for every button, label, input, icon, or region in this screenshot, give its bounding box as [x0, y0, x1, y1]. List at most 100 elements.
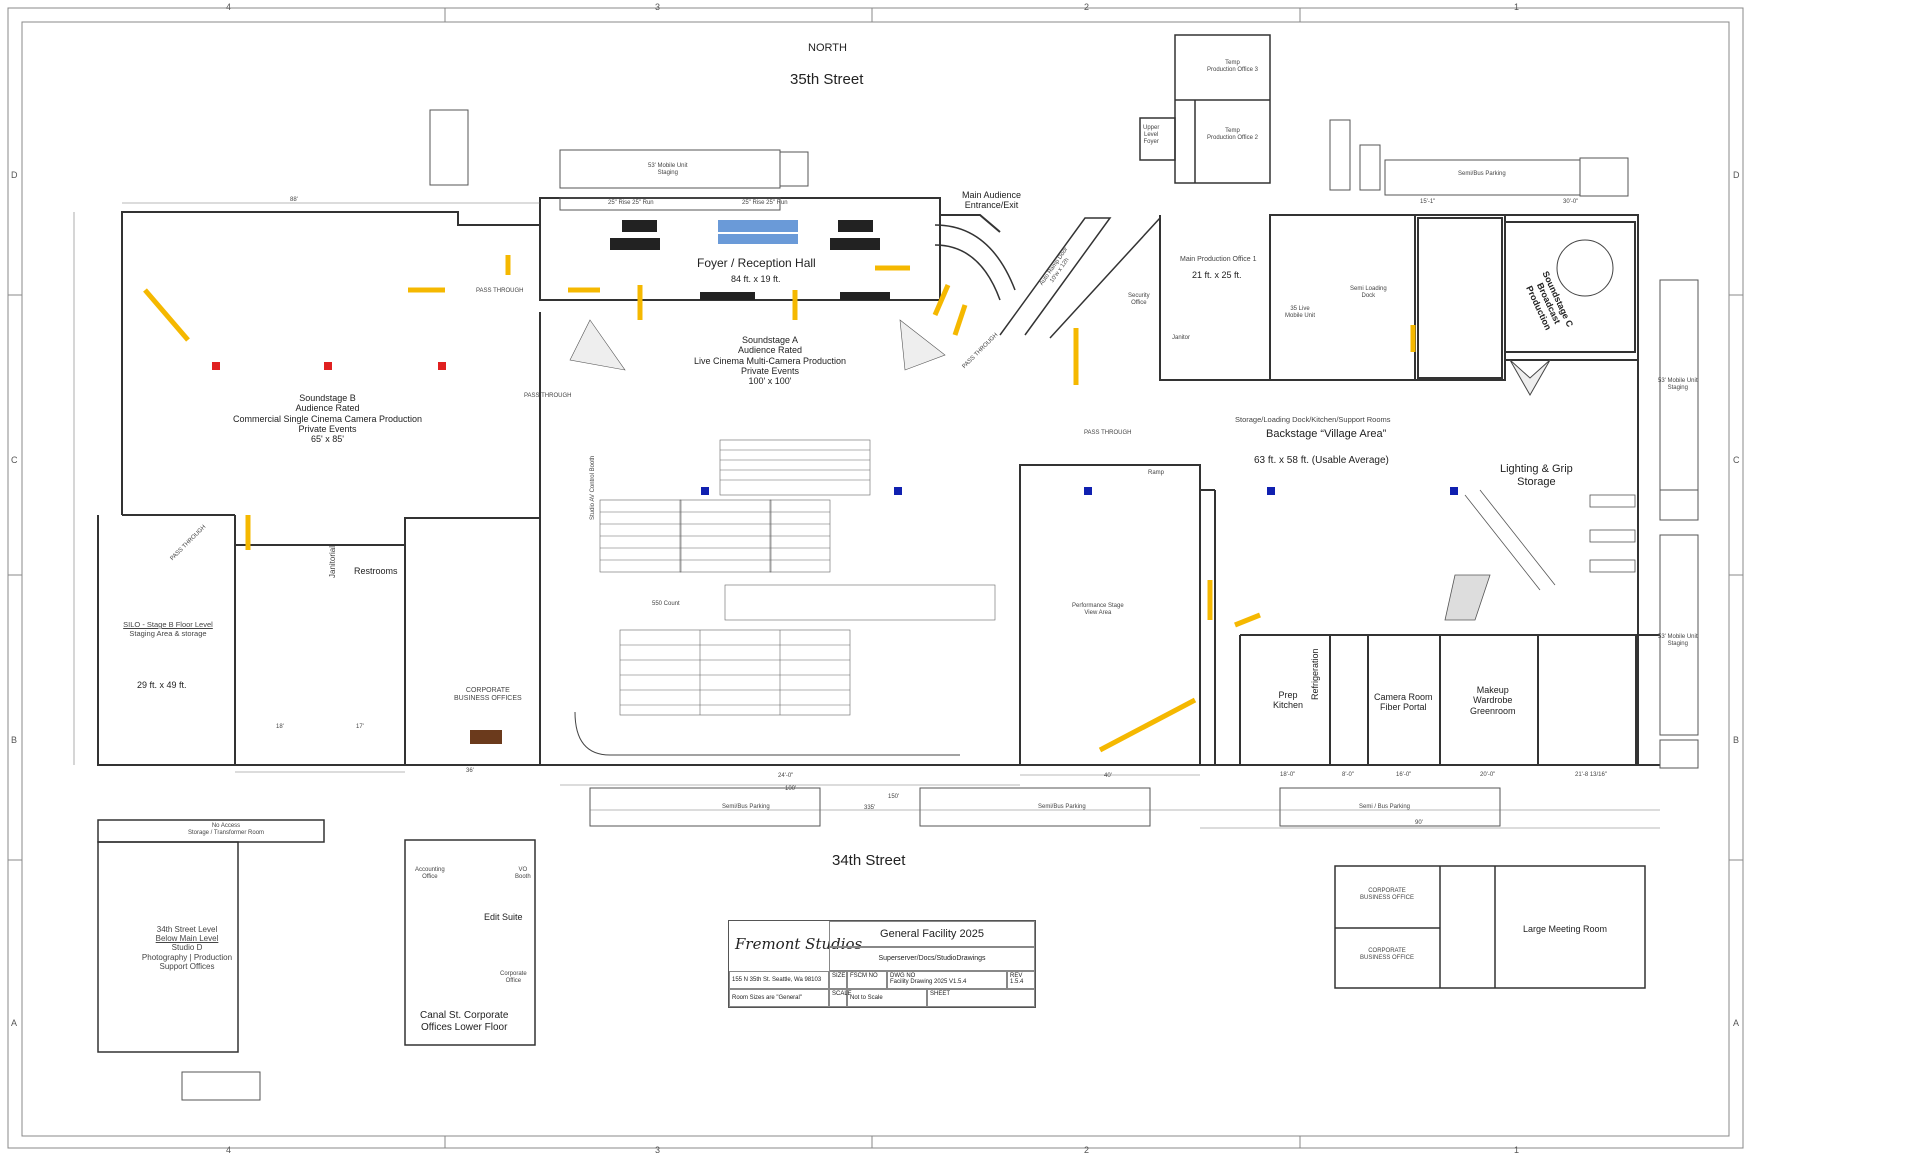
- lighting-line2: Storage: [1517, 475, 1556, 488]
- stage-a-size: 100' x 100': [748, 376, 792, 387]
- stage-b-line2: Audience Rated: [295, 403, 360, 414]
- corp-office-line1: Corporate: [500, 971, 527, 977]
- semi-dock-line1: Semi Loading: [1350, 286, 1387, 292]
- no-access-line1: No Access: [211, 823, 241, 829]
- title-block-rev-label: REV: [1010, 973, 1023, 979]
- perf-stage-line1: Performance Stage: [1072, 603, 1124, 609]
- temp-office-3-line1: Temp: [1225, 60, 1240, 66]
- temp-office-3-line2: Production Office 3: [1207, 66, 1258, 73]
- corp-biz-2-line2: BUSINESS OFFICE: [1360, 954, 1415, 961]
- semi-bus-parking-top: Semi/Bus Parking: [1458, 171, 1506, 177]
- edit-suite-label: Edit Suite: [484, 912, 523, 922]
- studio-logo: Fremont Studios: [735, 935, 863, 953]
- frame-row-b-right: B: [1733, 735, 1740, 745]
- staging-53-right2: 53' Mobile Unit Staging: [1658, 634, 1698, 648]
- staging-53-top-l1: 53' Mobile Unit: [648, 163, 688, 169]
- dim-8: 8'-0": [1342, 772, 1354, 778]
- meeting-room-label: Large Meeting Room: [1523, 924, 1608, 934]
- studio-d-line3: Studio D: [171, 943, 203, 953]
- main-entrance-label: Main Audience Entrance/Exit: [962, 190, 1021, 211]
- main-entrance-line1: Main Audience: [962, 190, 1022, 200]
- frame-row-a-right: A: [1733, 1018, 1740, 1028]
- storage-racks: [1444, 489, 1636, 621]
- frame-row-c-right: C: [1733, 455, 1740, 465]
- lighting-line1: Lighting & Grip: [1500, 463, 1573, 475]
- makeup-line2: Wardrobe: [1473, 695, 1513, 706]
- canal-line2: Offices Lower Floor: [420, 1021, 508, 1033]
- refrigeration-label: Refrigeration: [1310, 648, 1320, 700]
- corp-biz-2-label: CORPORATE BUSINESS OFFICE: [1360, 948, 1414, 962]
- studio-d-line4: Photography | Production: [141, 952, 233, 962]
- title-block-drawing: Facility Drawing 2025 V1.5.4: [890, 979, 967, 985]
- security-label: Security Office: [1128, 293, 1150, 307]
- dimension-lines: [73, 202, 1660, 829]
- dim-40: 40': [1104, 773, 1112, 779]
- janitor-label: Janitor: [1172, 335, 1191, 341]
- corp-office-label: Corporate Office: [500, 971, 527, 985]
- frame-col-2-bottom: 2: [1084, 1145, 1090, 1155]
- live-mobile-line2: Mobile Unit: [1285, 312, 1316, 319]
- prod-office-size: 21 ft. x 25 ft.: [1192, 270, 1242, 280]
- frame-col-3-bottom: 3: [655, 1145, 661, 1155]
- title-block-dwg: DWG NO Facility Drawing 2025 V1.5.4: [887, 971, 1007, 989]
- prod-office-name: Main Production Office 1: [1180, 256, 1257, 263]
- live-mobile-line1: 35 Live: [1290, 306, 1310, 312]
- title-block-scale-label: SCALE: [829, 989, 852, 1007]
- vehicles: [181, 109, 1699, 1101]
- dim-21: 21'-8 13/16": [1575, 772, 1607, 778]
- seating-block: [569, 319, 996, 756]
- frame-row-c: C: [11, 455, 18, 465]
- frame-col-1: 1: [1514, 2, 1520, 12]
- backstage-line1: Storage/Loading Dock/Kitchen/Support Roo…: [1235, 415, 1391, 424]
- security-line2: Office: [1131, 299, 1147, 306]
- rows-rise-1: 25" Rise 25" Run: [608, 200, 654, 206]
- frame-row-b: B: [11, 735, 18, 745]
- perf-stage-label: Performance Stage View Area: [1072, 603, 1124, 617]
- staging-53-right1-l2: Staging: [1667, 384, 1688, 391]
- pass-through-3: PASS THROUGH: [1084, 430, 1132, 436]
- foyer-size: 84 ft. x 19 ft.: [731, 274, 781, 284]
- accounting-line2: Office: [422, 873, 438, 880]
- studio-d-line2: Below Main Level: [155, 934, 219, 944]
- dim-90: 90': [1415, 820, 1423, 826]
- title-block: Fremont Studios General Facility 2025 Su…: [728, 920, 1036, 1008]
- foyer-name: Foyer / Reception Hall: [697, 256, 816, 270]
- frame-col-1-bottom: 1: [1514, 1145, 1520, 1155]
- corp-biz-1-line2: BUSINESS OFFICE: [1360, 894, 1415, 901]
- semi-bus-parking-3: Semi / Bus Parking: [1359, 804, 1411, 810]
- stage-b-line1: Soundstage B: [299, 393, 356, 403]
- stage-b-size: 65' x 85': [311, 434, 344, 445]
- frame-row-d: D: [11, 170, 18, 180]
- dim-16: 16'-0": [1396, 772, 1412, 778]
- title-block-address: 155 N 35th St. Seattle, Wa 98103: [729, 971, 829, 989]
- stage-a-line2: Audience Rated: [737, 345, 803, 356]
- ramp-door: [934, 217, 1161, 339]
- prep-kitchen-label: Prep Kitchen: [1273, 690, 1303, 711]
- corp-offices-label: CORPORATE BUSINESS OFFICES: [454, 687, 522, 703]
- accounting-line1: Accounting: [415, 867, 445, 873]
- frame-col-3: 3: [655, 2, 661, 12]
- makeup-line1: Makeup: [1476, 685, 1509, 695]
- foyer-furniture: [470, 197, 890, 744]
- studio-d-line5: Support Offices: [159, 961, 215, 971]
- rows-rise-2: 25" Rise 25" Run: [742, 200, 788, 206]
- makeup-line3: Greenroom: [1470, 705, 1516, 716]
- lower-buildings: [97, 819, 1646, 1053]
- live-mobile-label: 35 Live Mobile Unit: [1285, 306, 1315, 320]
- staging-53-right1: 53' Mobile Unit Staging: [1658, 378, 1698, 392]
- temp-office-2-line1: Temp: [1225, 128, 1240, 134]
- temp-office-3-label: Temp Production Office 3: [1207, 60, 1258, 74]
- staging-53-right1-l1: 53' Mobile Unit: [1658, 378, 1698, 384]
- silo-line2: Staging Area & storage: [129, 628, 207, 638]
- title-block-size-label: SIZE: [829, 971, 847, 989]
- title-block-path: Superserver/Docs/StudioDrawings: [829, 947, 1035, 971]
- frame-col-4: 4: [226, 2, 232, 12]
- prep-kitchen-line2: Kitchen: [1273, 700, 1304, 711]
- temp-office-2-line2: Production Office 2: [1207, 134, 1258, 141]
- staging-53-top: 53' Mobile Unit Staging: [648, 163, 688, 177]
- title-block-title: General Facility 2025: [829, 921, 1035, 947]
- temp-office-2-label: Temp Production Office 2: [1207, 128, 1258, 142]
- pass-through-1: PASS THROUGH: [476, 288, 524, 294]
- silo-line1: SILO - Stage B Floor Level: [123, 620, 213, 629]
